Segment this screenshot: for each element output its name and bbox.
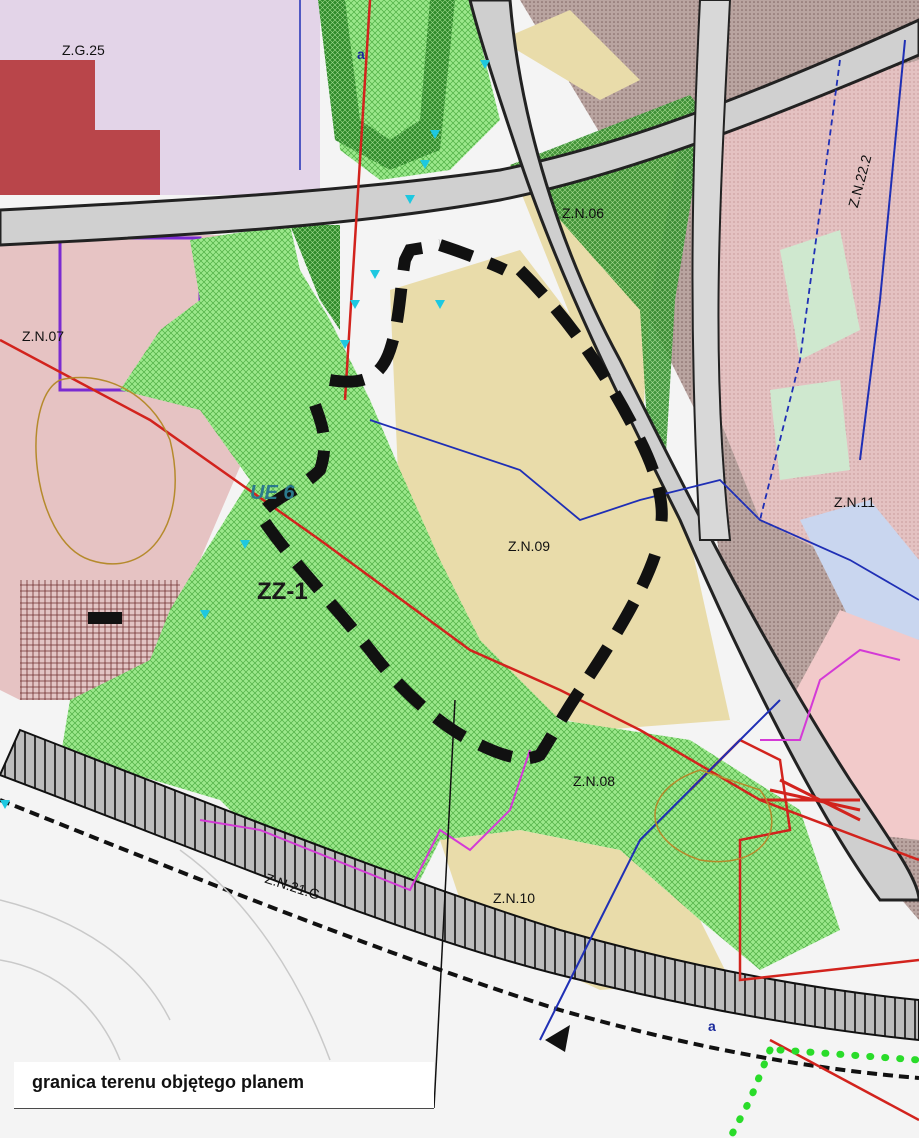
road-curve-right: [691, 0, 732, 541]
building-block: [88, 612, 122, 624]
label-ue6: UE 6: [250, 482, 295, 504]
magenta-line-east: [760, 648, 901, 741]
label-zn10: Z.N.10: [493, 890, 536, 906]
plan-boundary-dashed: [252, 239, 668, 765]
blue-line-south: [539, 699, 781, 1041]
zone-zn09-area: [390, 250, 730, 730]
blue-line-east: [859, 39, 906, 461]
label-a-top: a: [357, 46, 365, 62]
forest-strip-top: [318, 0, 455, 170]
zone-zn10-area: [440, 830, 730, 990]
legend-leader-line: [433, 699, 456, 1109]
zone-blue-dotted: [800, 500, 919, 640]
label-zg25: Z.G.25: [62, 42, 105, 58]
north-arrow: [545, 1025, 570, 1052]
zone-green-light-1: [780, 230, 860, 360]
red-crossings: [760, 778, 861, 822]
label-zn08: Z.N.08: [573, 773, 616, 789]
blue-dashed: [759, 59, 841, 521]
cyan-markers: [0, 60, 490, 809]
brown-contour-2: [654, 769, 773, 863]
green-dotted-line: [726, 1046, 774, 1138]
railway-edge: [0, 798, 919, 1080]
zone-zg25-block: [0, 60, 160, 195]
contour-lines: [0, 849, 331, 1061]
forest-strip-right: [510, 95, 705, 470]
blue-line-mid: [369, 419, 919, 601]
label-zn09: Z.N.09: [508, 538, 551, 554]
zone-green-light-2: [770, 380, 850, 480]
label-zn06: Z.N.06: [562, 205, 605, 221]
road-diagonal: [468, 0, 919, 902]
red-line-north: [343, 0, 372, 401]
label-zn07: Z.N.07: [22, 328, 65, 344]
railway-band: [0, 728, 919, 1042]
red-line-main: [0, 338, 919, 862]
zone-tan-top: [500, 10, 640, 100]
label-zn11: Z.N.11: [834, 494, 875, 510]
label-zz1: ZZ-1: [257, 578, 308, 605]
label-a-bottom: a: [708, 1018, 716, 1034]
legend-box: [14, 1062, 434, 1108]
legend-boundary-label: granica terenu objętego planem: [32, 1072, 305, 1092]
brown-contour-1: [35, 376, 176, 565]
magenta-line: [199, 749, 531, 892]
forest-strip-inner: [290, 225, 340, 330]
zone-green-hatched: [60, 225, 840, 970]
